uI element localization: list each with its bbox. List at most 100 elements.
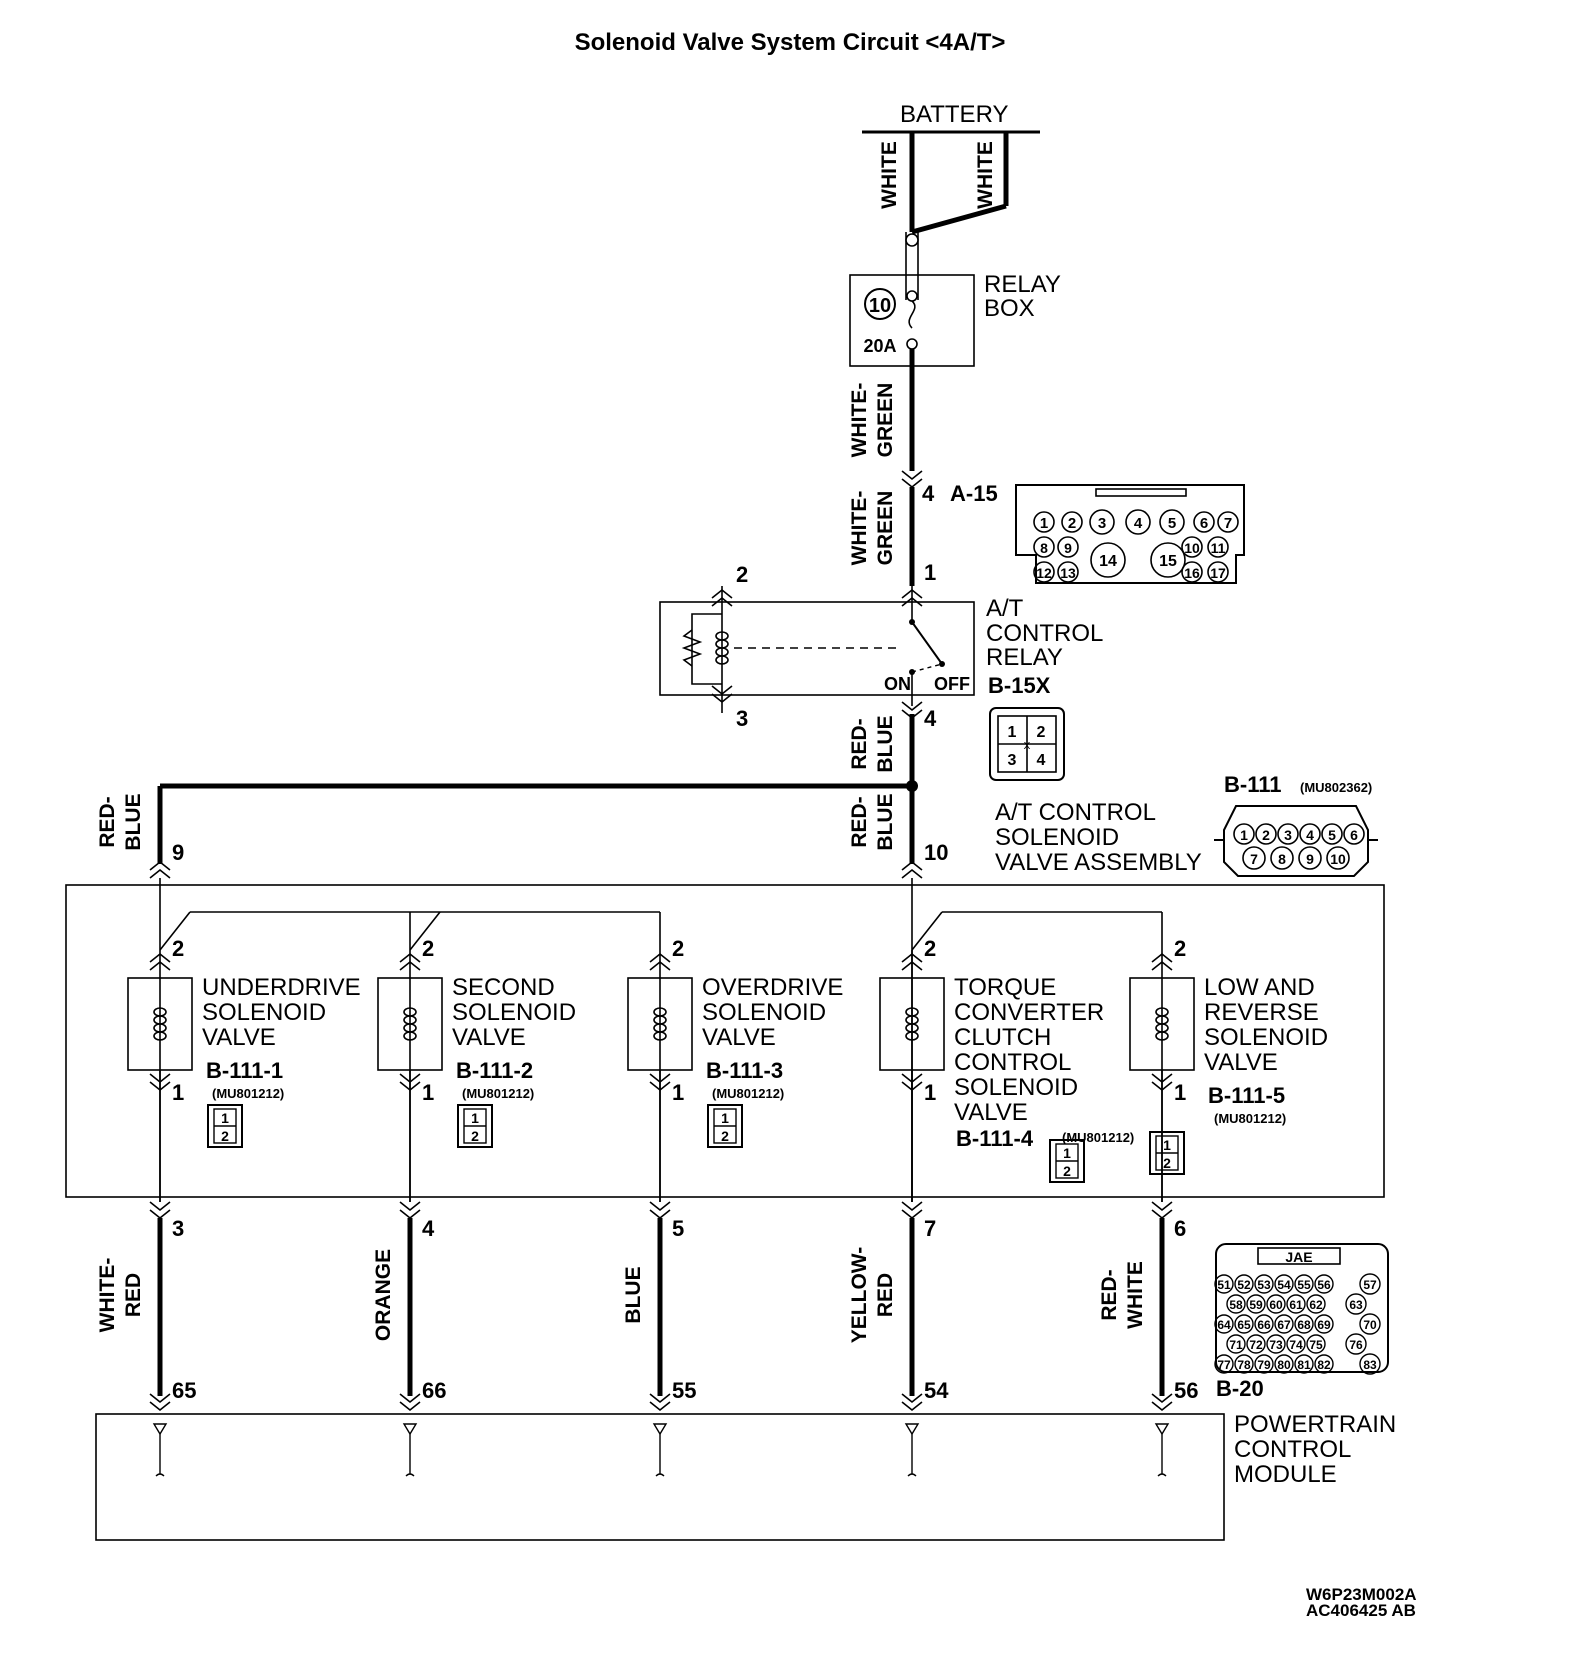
b20-pin-label: 54 bbox=[1277, 1278, 1291, 1292]
pcm-pin: 56 bbox=[1174, 1378, 1198, 1403]
solenoid-pin-bottom: 1 bbox=[172, 1080, 184, 1105]
solenoid-code: B-111-4 bbox=[956, 1126, 1034, 1151]
svg-text:1: 1 bbox=[1008, 724, 1017, 741]
wire-label-battery-right: WHITE bbox=[974, 141, 997, 209]
solenoid-label: CONVERTER bbox=[954, 999, 1104, 1026]
a15-pin: 4 bbox=[922, 481, 935, 506]
solenoid-part-no: (MU801212) bbox=[1214, 1111, 1286, 1126]
b20-pin-label: 74 bbox=[1289, 1338, 1303, 1352]
pcm-pin: 65 bbox=[172, 1378, 196, 1403]
relay-pin-3: 3 bbox=[736, 706, 748, 731]
pcm-label-2: CONTROL bbox=[1234, 1436, 1351, 1463]
pcm-input-icon bbox=[1154, 1423, 1170, 1436]
solenoid-channel: 21SECONDSOLENOIDVALVEB-111-2(MU801212)12… bbox=[372, 936, 576, 1477]
fuse-rating: 20A bbox=[863, 336, 896, 356]
pcm-input-icon bbox=[152, 1423, 168, 1436]
b20-pin-label: 73 bbox=[1269, 1338, 1283, 1352]
relay-switch-arm bbox=[911, 621, 943, 665]
fuse-icon bbox=[908, 300, 916, 329]
pcm-pin: 54 bbox=[924, 1378, 949, 1403]
wire-label-wg2-a: WHITE- bbox=[848, 491, 871, 566]
solenoid-label: OVERDRIVE bbox=[702, 974, 843, 1001]
assembly-pin-9: 9 bbox=[172, 840, 184, 865]
b20-pin-label: 77 bbox=[1217, 1358, 1231, 1372]
solenoid-connector-pin: 2 bbox=[221, 1128, 229, 1144]
solenoid-label: TORQUE bbox=[954, 974, 1056, 1001]
solenoid-connector-face: 12 bbox=[707, 1104, 743, 1148]
b111-pin-label: 2 bbox=[1262, 827, 1270, 843]
solenoid-code: B-111-5 bbox=[1208, 1083, 1285, 1108]
pcm-pin: 55 bbox=[672, 1378, 696, 1403]
solenoid-connector-pin: 2 bbox=[1163, 1155, 1171, 1171]
b20-pin-label: 80 bbox=[1277, 1358, 1291, 1372]
solenoid-label: CONTROL bbox=[954, 1049, 1071, 1076]
solenoid-label: VALVE bbox=[1204, 1049, 1278, 1076]
relay-label-2: CONTROL bbox=[986, 620, 1103, 647]
relay-pin-4: 4 bbox=[924, 706, 937, 731]
solenoid-pin-bottom: 1 bbox=[1174, 1080, 1186, 1105]
solenoid-connector-pin: 1 bbox=[721, 1110, 729, 1126]
b111-name: B-111 bbox=[1224, 772, 1282, 797]
relay-pin-2: 2 bbox=[736, 562, 748, 587]
assembly-output-pin: 3 bbox=[172, 1216, 184, 1241]
b20-pin-label: 52 bbox=[1237, 1278, 1251, 1292]
b111-pin-label: 7 bbox=[1250, 851, 1258, 867]
b111-pin-label: 10 bbox=[1330, 851, 1346, 867]
b20-pin-label: 66 bbox=[1257, 1318, 1271, 1332]
connector-a15-symbol bbox=[901, 470, 923, 488]
solenoid-pin-bottom: 1 bbox=[924, 1080, 936, 1105]
relay-code: B-15X bbox=[988, 673, 1051, 698]
a15-pin-label: 4 bbox=[1134, 515, 1143, 532]
a15-pin-label: 16 bbox=[1184, 565, 1200, 581]
battery-label: BATTERY bbox=[900, 101, 1008, 128]
b111-pin-label: 6 bbox=[1350, 827, 1358, 843]
a15-pin-label: 10 bbox=[1184, 540, 1200, 556]
wire-label-rb3-b: BLUE bbox=[874, 793, 897, 850]
pcm-label-1: POWERTRAIN bbox=[1234, 1411, 1396, 1438]
page-title: Solenoid Valve System Circuit <4A/T> bbox=[575, 29, 1006, 56]
wire-color-label: WHITE bbox=[1124, 1261, 1147, 1329]
b20-pin-label: 57 bbox=[1363, 1278, 1377, 1292]
b111-part: (MU802362) bbox=[1300, 780, 1372, 795]
b20-pin-label: 58 bbox=[1229, 1298, 1243, 1312]
footer-code-1: W6P23M002A bbox=[1306, 1585, 1417, 1604]
svg-text:4: 4 bbox=[1037, 752, 1046, 769]
solenoid-label: LOW AND bbox=[1204, 974, 1315, 1001]
assembly-label-2: SOLENOID bbox=[995, 824, 1119, 851]
solenoid-label: UNDERDRIVE bbox=[202, 974, 361, 1001]
solenoid-label: SECOND bbox=[452, 974, 555, 1001]
solenoid-connector-pin: 2 bbox=[471, 1128, 479, 1144]
a15-pin-label: 14 bbox=[1099, 553, 1117, 570]
at-control-relay bbox=[659, 601, 975, 696]
wire-color-label: ORANGE bbox=[372, 1249, 395, 1341]
footer-code-2: AC406425 AB bbox=[1306, 1601, 1416, 1620]
solenoid-label: REVERSE bbox=[1204, 999, 1319, 1026]
a15-pin-label: 7 bbox=[1224, 515, 1232, 532]
a15-pin-label: 2 bbox=[1068, 515, 1076, 532]
wire-label-wg1-a: WHITE- bbox=[848, 383, 871, 458]
solenoid-pin-top: 2 bbox=[1174, 936, 1186, 961]
svg-text:X: X bbox=[1024, 741, 1031, 752]
solenoid-connector-pin: 1 bbox=[1163, 1137, 1171, 1153]
wire-label-wg2-b: GREEN bbox=[874, 491, 897, 566]
wire-color-label: RED bbox=[874, 1273, 897, 1317]
relay-label-3: RELAY bbox=[986, 644, 1063, 671]
b20-pin-label: 81 bbox=[1297, 1358, 1311, 1372]
solenoid-part-no: (MU801212) bbox=[212, 1086, 284, 1101]
assembly-label-1: A/T CONTROL bbox=[995, 799, 1156, 826]
fuse-number-circle bbox=[864, 288, 896, 320]
assembly-output-pin: 5 bbox=[672, 1216, 684, 1241]
solenoid-part-no: (MU801212) bbox=[712, 1086, 784, 1101]
solenoid-channel: 21TORQUECONVERTERCLUTCHCONTROLSOLENOIDVA… bbox=[848, 936, 1134, 1477]
a15-pin-label: 1 bbox=[1040, 515, 1048, 532]
pcm-input-icon bbox=[904, 1423, 920, 1436]
b111-pin-label: 9 bbox=[1306, 851, 1314, 867]
b20-pin-label: 83 bbox=[1363, 1358, 1377, 1372]
a15-pin-label: 3 bbox=[1098, 515, 1106, 532]
solenoid-pin-bottom: 1 bbox=[422, 1080, 434, 1105]
wire-label-rb1-a: RED- bbox=[848, 718, 871, 769]
b111-pin-label: 5 bbox=[1328, 827, 1336, 843]
b111-pin-label: 8 bbox=[1278, 851, 1286, 867]
